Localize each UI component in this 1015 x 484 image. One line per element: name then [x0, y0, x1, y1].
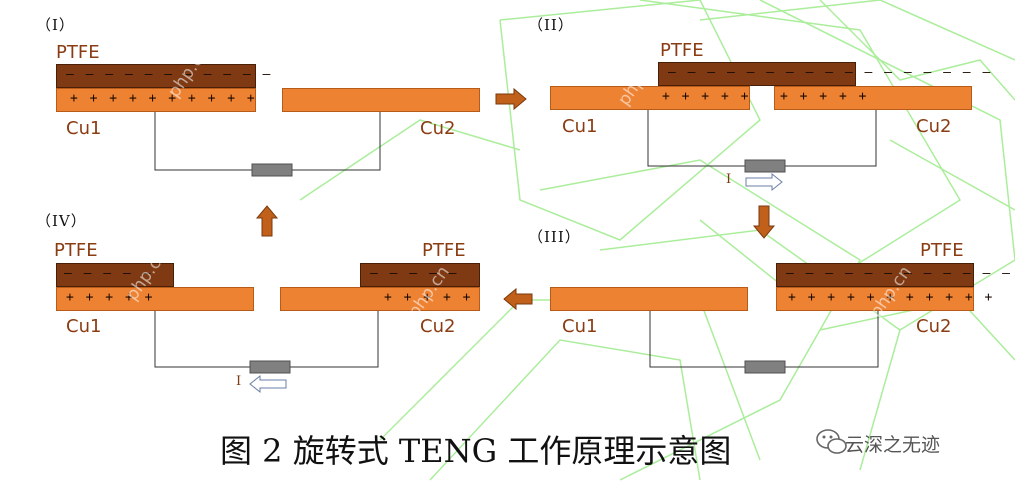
- load-resistor: [249, 360, 291, 374]
- cu2-electrode: [774, 86, 972, 110]
- panel-1-label: （I）: [36, 16, 75, 34]
- panel-4-label: （IV）: [36, 212, 87, 230]
- wire: [785, 110, 877, 167]
- ptfe-layer: [56, 263, 174, 287]
- cu1-electrode: [56, 287, 254, 311]
- cu2-electrode: [280, 287, 480, 311]
- panel-3-label: （III）: [528, 228, 581, 246]
- current-right-icon: [745, 172, 783, 192]
- load-resistor: [744, 360, 786, 374]
- positive-charges: + + + + + + + + + + +: [788, 290, 995, 305]
- negative-charges: – – – – –: [370, 266, 459, 281]
- load-resistor: [744, 159, 786, 173]
- account-watermark: 云深之无迹: [845, 434, 941, 456]
- ptfe-label: PTFE: [56, 42, 100, 63]
- cu1-label: Cu1: [562, 116, 598, 137]
- positive-charges: + + + + +: [662, 89, 751, 104]
- ptfe-layer: [56, 64, 256, 88]
- wire: [292, 112, 381, 171]
- cu2-label: Cu2: [420, 316, 456, 337]
- up-arrow-icon: [255, 205, 279, 237]
- cu2-label: Cu2: [420, 118, 456, 139]
- wire: [647, 110, 745, 167]
- ptfe-layer: [658, 62, 856, 86]
- figure-caption: 图 2 旋转式 TENG 工作原理示意图: [220, 432, 732, 470]
- wire: [785, 311, 879, 368]
- negative-charges: – – – – – – – – – – – – –: [786, 266, 1015, 281]
- load-resistor: [251, 163, 293, 177]
- ptfe-label: PTFE: [54, 240, 98, 261]
- negative-charges: – – – – – – – – – – –: [66, 67, 273, 82]
- cu1-electrode: [550, 86, 750, 110]
- cu1-label: Cu1: [562, 316, 598, 337]
- positive-charges: + + + + + + + + + +: [70, 91, 257, 106]
- panel-2-label: （II）: [528, 16, 574, 34]
- cu1-electrode: [56, 88, 256, 112]
- positive-charges: + + + + +: [780, 89, 869, 104]
- cu2-electrode: [776, 287, 974, 311]
- left-arrow-icon: [503, 287, 533, 311]
- wire: [154, 311, 250, 368]
- ptfe-label: PTFE: [422, 240, 466, 261]
- cu1-electrode: [550, 287, 748, 311]
- cu2-label: Cu2: [916, 116, 952, 137]
- positive-charges: + + + + +: [384, 290, 473, 305]
- negative-charges: – – – – – – – – – – – – – – – – –: [668, 65, 993, 80]
- current-label: I: [726, 172, 732, 187]
- wechat-icon: [816, 429, 847, 454]
- cu2-label: Cu2: [916, 316, 952, 337]
- current-left-icon: [249, 374, 287, 394]
- cu1-label: Cu1: [66, 118, 102, 139]
- cu1-label: Cu1: [66, 316, 102, 337]
- ptfe-layer: [360, 263, 480, 287]
- ptfe-label: PTFE: [920, 240, 964, 261]
- right-arrow-icon: [495, 87, 527, 111]
- positive-charges: + + + + +: [66, 290, 155, 305]
- wire: [154, 112, 252, 171]
- negative-charges: – – – – –: [64, 266, 153, 281]
- current-label: I: [236, 374, 242, 389]
- down-arrow-icon: [752, 205, 776, 239]
- ptfe-label: PTFE: [660, 40, 704, 61]
- cu2-electrode: [282, 88, 480, 112]
- ptfe-layer: [776, 263, 974, 287]
- wire: [649, 311, 745, 368]
- wire: [290, 311, 379, 368]
